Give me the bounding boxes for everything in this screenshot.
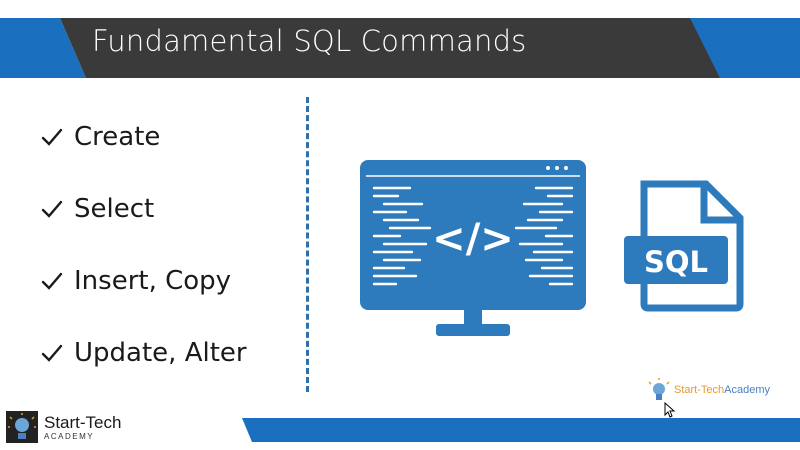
sql-file-icon: SQL — [624, 180, 744, 312]
sql-file-label: SQL — [644, 245, 708, 279]
content-logo-text: Start-TechAcademy — [674, 384, 770, 396]
check-icon — [41, 272, 63, 290]
content-logo: Start-TechAcademy — [648, 378, 770, 402]
list-item: Create — [40, 115, 160, 159]
check-icon — [41, 344, 63, 362]
vertical-divider — [306, 97, 309, 392]
code-symbol: </> — [432, 216, 514, 262]
list-item: Insert, Copy — [40, 259, 231, 303]
command-label: Select — [74, 194, 155, 224]
command-label: Create — [74, 122, 161, 152]
check-icon — [41, 200, 63, 218]
content-logo-brand: Start-Tech — [674, 384, 725, 396]
command-label: Update, Alter — [74, 338, 247, 368]
content-logo-academy: Academy — [724, 384, 770, 396]
academy-logo-icon — [648, 378, 670, 400]
code-monitor-icon: </> — [360, 160, 586, 336]
check-icon — [41, 128, 63, 146]
footer-brand: Start-Tech — [44, 412, 122, 432]
command-label: Insert, Copy — [74, 266, 232, 296]
academy-logo-icon — [6, 411, 38, 443]
footer-logo: Start-Tech ACADEMY — [6, 411, 121, 443]
footer-subtitle: ACADEMY — [44, 431, 95, 441]
mouse-cursor-icon — [664, 402, 676, 418]
list-item: Update, Alter — [40, 331, 247, 375]
bottom-bar — [0, 410, 800, 450]
list-item: Select — [40, 187, 154, 231]
bottom-bar-background — [242, 418, 800, 442]
page-title: Fundamental SQL Commands — [92, 24, 527, 58]
footer-logo-text: Start-Tech ACADEMY — [44, 414, 121, 441]
title-bar: Fundamental SQL Commands — [0, 0, 800, 78]
title-bar-background — [0, 18, 800, 78]
